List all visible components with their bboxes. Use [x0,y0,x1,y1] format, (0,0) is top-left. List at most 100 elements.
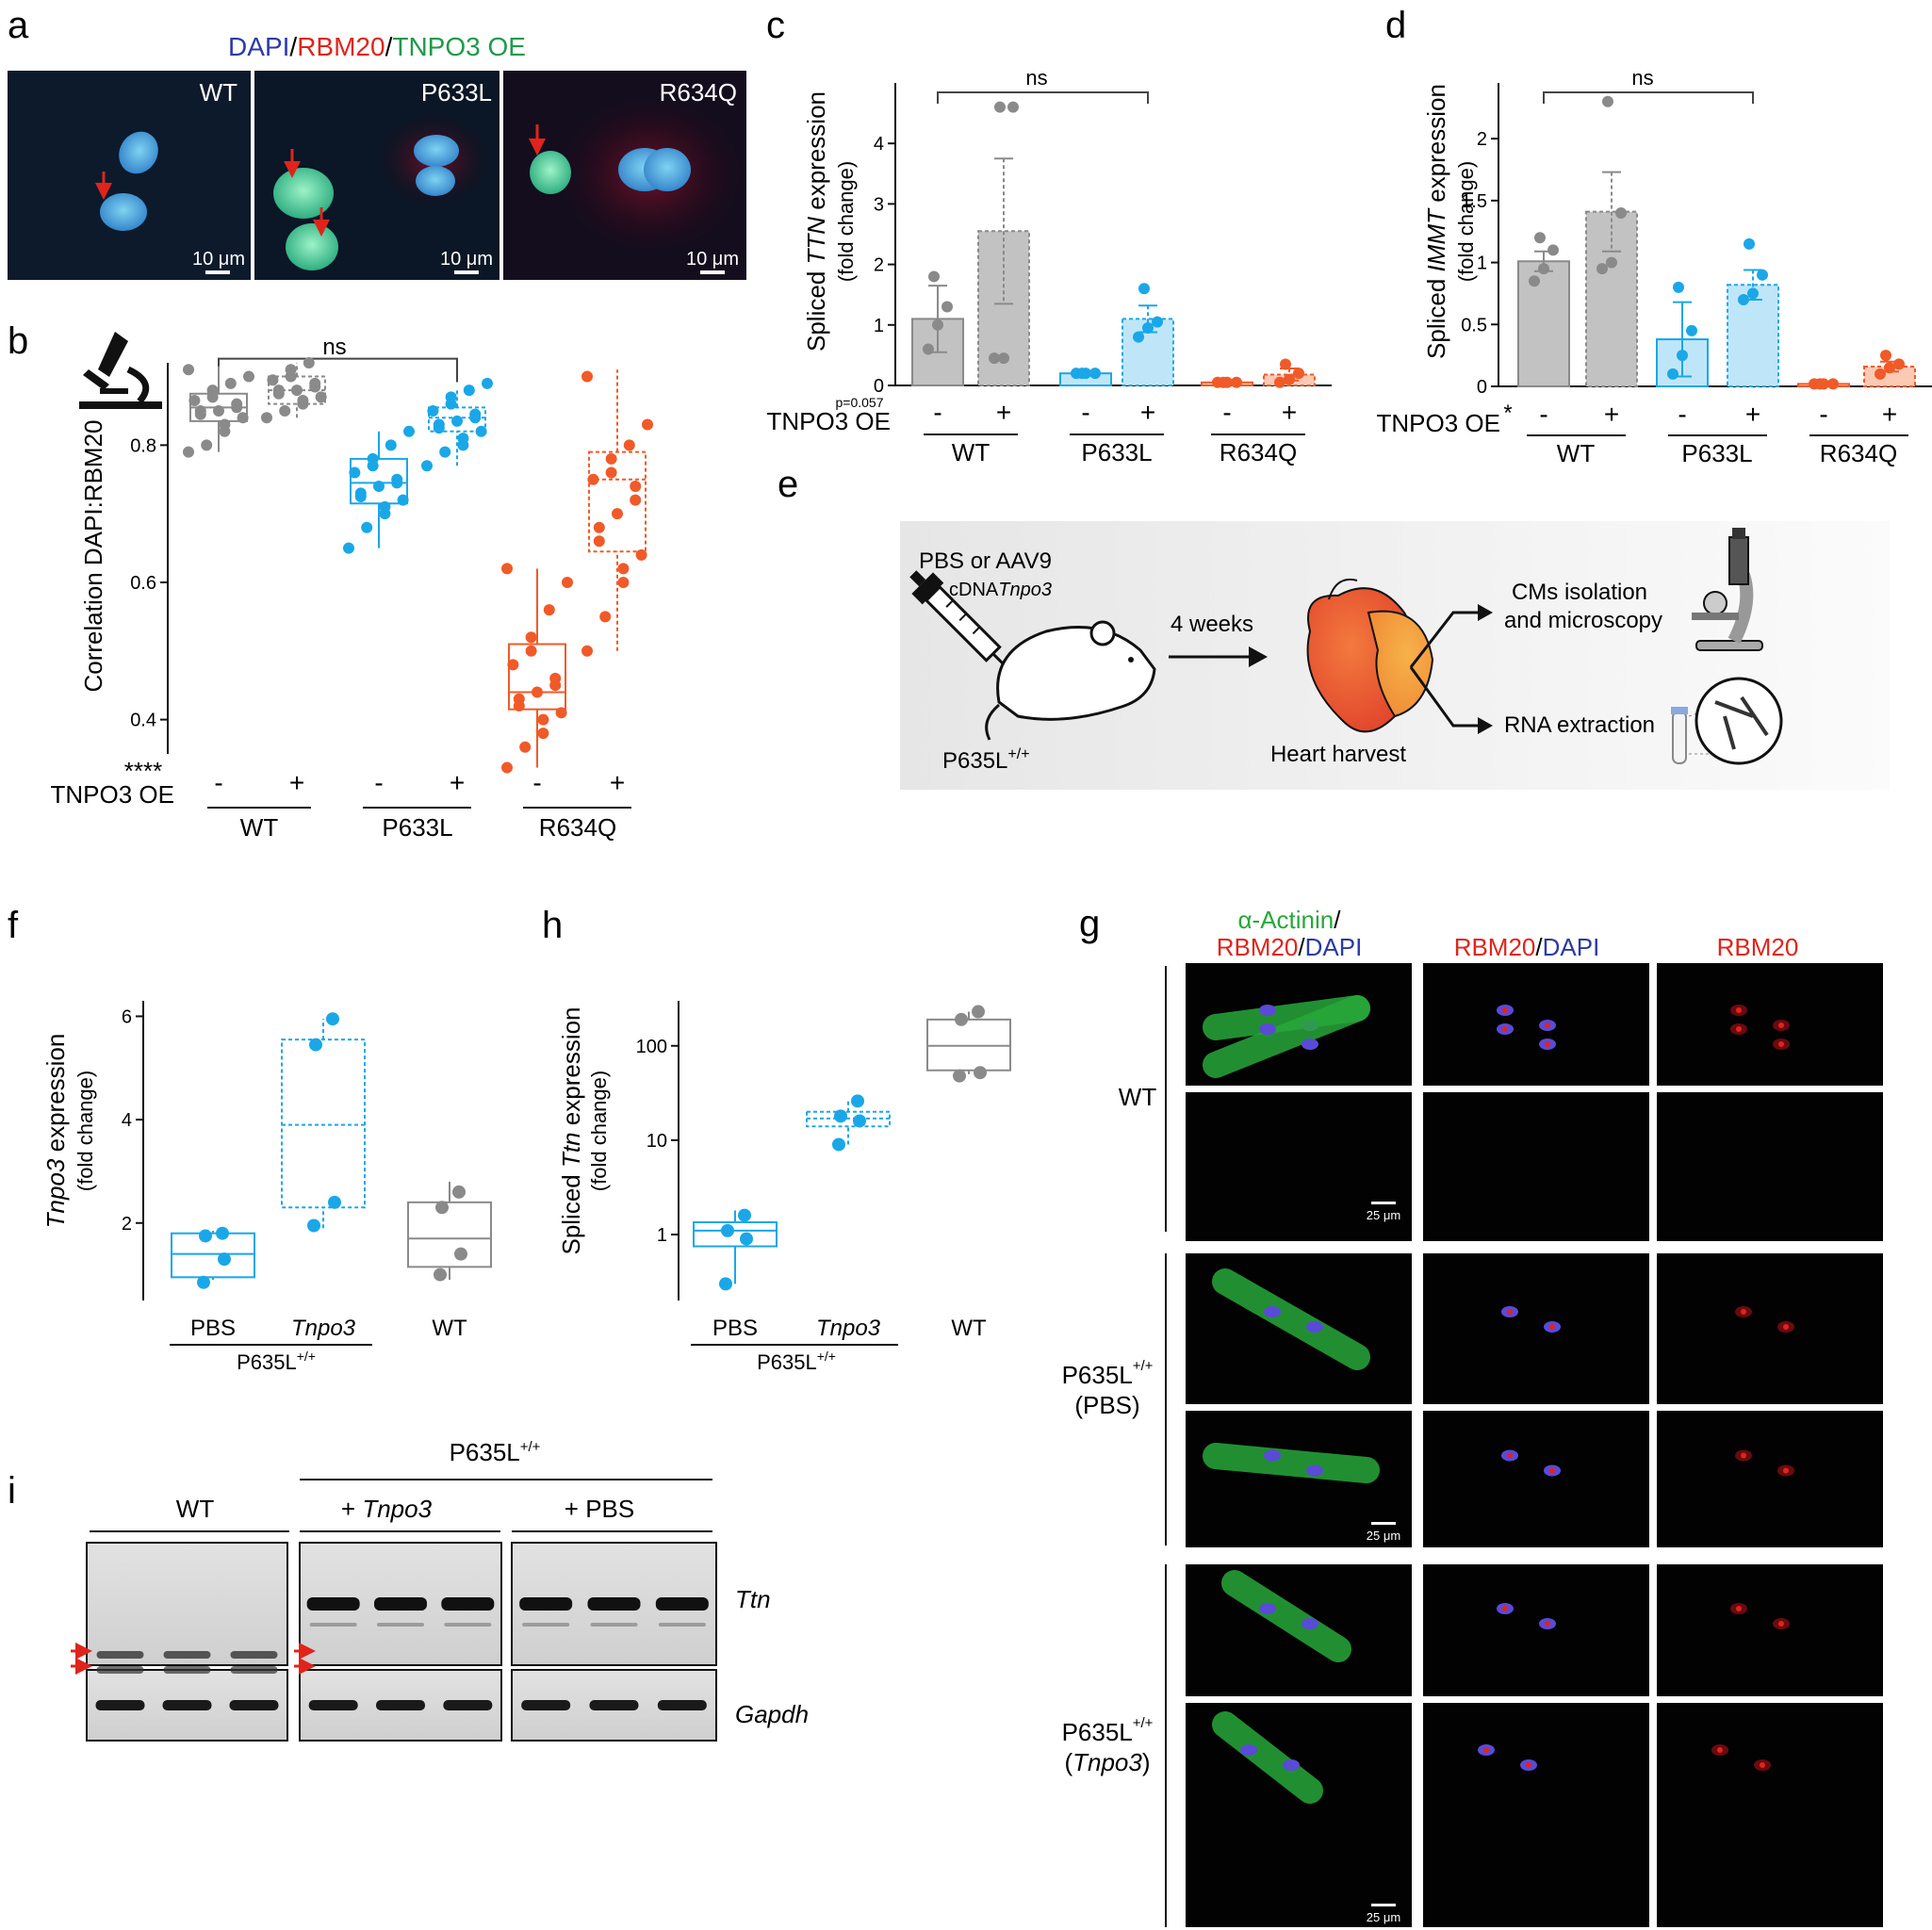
mouse-label: P635L+/+ [942,746,1030,774]
scale-bar [205,270,230,274]
nucleus [1302,1618,1318,1629]
data-point [349,466,361,479]
group-label: WT [1557,439,1596,467]
micrograph-tile [1657,1411,1883,1547]
data-point [303,357,315,368]
scale-bar-label: 25 μm [1367,1529,1400,1543]
x-category-label: PBS [712,1316,758,1341]
data-point [972,1005,985,1019]
scale-bar-label: 25 μm [1367,1910,1400,1924]
x-category-label: Tnpo3 [291,1316,356,1341]
lane-prefix: + [341,1495,362,1523]
micrograph-tile [1657,1703,1883,1927]
data-point [213,404,224,417]
micrograph-tile [1186,1092,1412,1241]
panel-c: c Spliced TTN expression (fold change) 0… [766,5,1332,466]
data-point [354,487,367,499]
nucleus [1264,1449,1281,1462]
group-label: P635L+/+ [237,1349,316,1374]
significance-bracket [1543,91,1754,104]
cardiomyocyte [1203,995,1370,1078]
data-point [291,384,303,397]
band [163,1666,211,1674]
data-point [243,370,254,383]
data-point [397,494,409,506]
box [508,643,566,711]
header-rbm20: RBM20 [1454,933,1536,961]
y-tick-label: 3 [874,194,884,215]
cardiomyocyte [1221,1570,1351,1662]
group-label: R634Q [539,813,616,842]
significance-stars: * [1503,401,1512,426]
data-point [435,1201,449,1215]
outcome-label: RNA extraction [1504,712,1655,738]
panel-d: d Spliced IMMT expression (fold change) … [1377,5,1932,467]
data-point [475,425,487,437]
rbm20-signal [1736,1606,1742,1611]
rbm20-signal [1502,1007,1508,1013]
box [428,406,486,433]
data-point [457,433,469,445]
data-point [219,418,231,431]
data-point [617,563,630,575]
group-label: P633L [382,813,452,842]
group-name: P635L [757,1350,817,1374]
band [163,1651,211,1659]
y-tick-label: 10 [647,1131,667,1152]
y-tick-label: 0.6 [130,573,156,594]
magnify-icon [1688,677,1783,765]
data-point [519,741,532,753]
row-label: P635L+/+ [1062,1715,1154,1746]
band [374,1597,427,1611]
data-point [630,494,642,506]
injection-sublabel: cDNATnpo3 [949,580,1052,600]
scale-bar-label: 10 μm [440,249,493,270]
y-tick-label: 4 [874,134,884,155]
micrograph-tile [1423,963,1649,1086]
inject-cdna: cDNA [949,580,999,600]
ylabel-gene: Tnpo3 [41,1158,70,1228]
ylabel-gene: TTN [802,217,830,265]
data-point [851,1094,864,1108]
header-dapi: DAPI [1305,933,1363,961]
rbm20-signal [1549,1467,1555,1474]
panel-letter-i: i [8,1470,16,1512]
group-label: WT [952,438,991,466]
significance-bracket [937,91,1149,104]
data-point [231,398,243,410]
data-point [326,1012,339,1026]
rbm20-signal [1545,1621,1550,1627]
panel-h: h Spliced Ttn expression (fold change) 1… [542,905,1011,1374]
header-sep: / [1334,906,1341,934]
rbm20-signal [1507,1309,1513,1315]
panel-g: g α-Actinin/ RBM20/DAPI RBM20/DAPI RBM20… [1062,903,1883,1927]
data-point [451,415,463,427]
band [96,1651,144,1659]
lane-gene: Tnpo3 [362,1495,432,1523]
y-axis-sublabel: (fold change) [1454,161,1478,282]
band [230,1651,278,1659]
row-genotype: P635L [1062,1361,1133,1389]
nucleus [1283,1759,1300,1771]
micrograph-tile [1657,963,1883,1086]
data-point [1007,101,1019,113]
bar [1585,210,1638,387]
micrograph-tile [1423,1703,1649,1927]
data-point [421,460,433,472]
sign-label: + [289,768,304,797]
data-point [267,374,279,386]
data-point [367,452,379,465]
data-point [1076,368,1088,380]
panel-letter-g: g [1079,903,1100,944]
micrograph-tile [1186,1411,1412,1547]
micrograph-tile [1657,1092,1883,1241]
y-tick-label: 2 [122,1214,132,1235]
group-sup: +/+ [297,1349,316,1364]
group-label: P633L [1681,439,1752,467]
ylabel-part: expression [557,1006,585,1132]
band [96,1666,144,1674]
data-point [1284,373,1295,385]
data-point [1747,287,1759,300]
